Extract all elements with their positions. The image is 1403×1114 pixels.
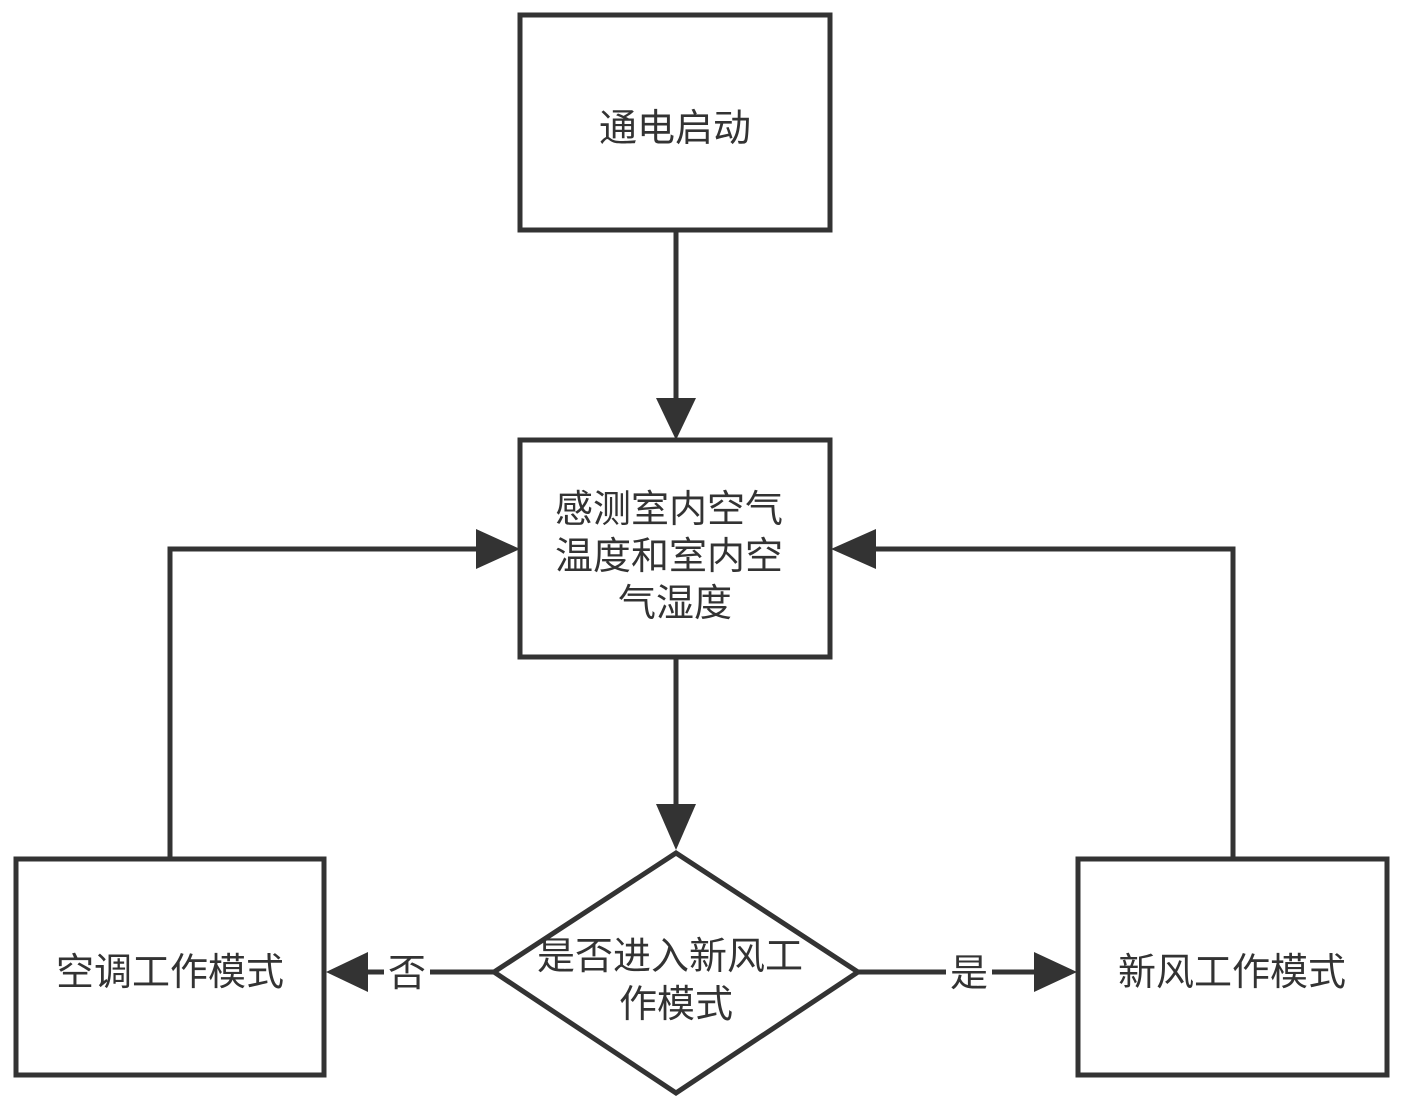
arrowhead-right-icon bbox=[1034, 952, 1077, 992]
node-sense-line-2: 温度和室内空 bbox=[555, 534, 783, 578]
arrowhead-left-icon bbox=[831, 529, 876, 569]
edge-sense-to-decision bbox=[656, 657, 696, 850]
edge-ac-mode-to-sense bbox=[167, 529, 520, 859]
node-fresh-air-mode: 新风工作模式 bbox=[1075, 856, 1390, 1078]
node-sense: 感测室内空气 温度和室内空 气湿度 bbox=[517, 437, 833, 660]
node-decision: 是否进入新风工 作模式 bbox=[489, 850, 863, 1097]
edge-label-yes: 是 bbox=[950, 951, 988, 995]
svg-text:感测室内空气 温度和室内空 气湿度: 感测室内空气 温度和室内空 气湿度 bbox=[555, 487, 795, 625]
node-fresh-air-mode-label: 新风工作模式 bbox=[1118, 950, 1346, 994]
arrowhead-left-icon bbox=[326, 952, 368, 992]
node-sense-line-1: 感测室内空气 bbox=[555, 487, 783, 531]
svg-text:是否进入新风工 作模式: 是否进入新风工 作模式 bbox=[537, 934, 815, 1026]
node-ac-mode: 空调工作模式 bbox=[13, 856, 327, 1078]
edge-decision-to-fresh-air-mode: 是 bbox=[858, 950, 1077, 996]
edge-label-no: 否 bbox=[388, 951, 426, 995]
node-decision-line-2: 作模式 bbox=[619, 982, 733, 1026]
arrowhead-down-icon bbox=[656, 398, 696, 440]
arrowhead-right-icon bbox=[476, 529, 520, 569]
node-sense-line-3: 气湿度 bbox=[618, 581, 732, 625]
node-ac-mode-label: 空调工作模式 bbox=[56, 950, 284, 994]
arrowhead-down-icon bbox=[656, 804, 696, 850]
edge-decision-to-ac-mode: 否 bbox=[326, 950, 494, 996]
edge-power-on-to-sense bbox=[656, 230, 696, 440]
node-power-on: 通电启动 bbox=[517, 12, 833, 233]
node-power-on-label: 通电启动 bbox=[599, 106, 751, 150]
node-decision-line-1: 是否进入新风工 bbox=[537, 934, 803, 978]
edge-fresh-air-mode-to-sense bbox=[831, 529, 1236, 859]
